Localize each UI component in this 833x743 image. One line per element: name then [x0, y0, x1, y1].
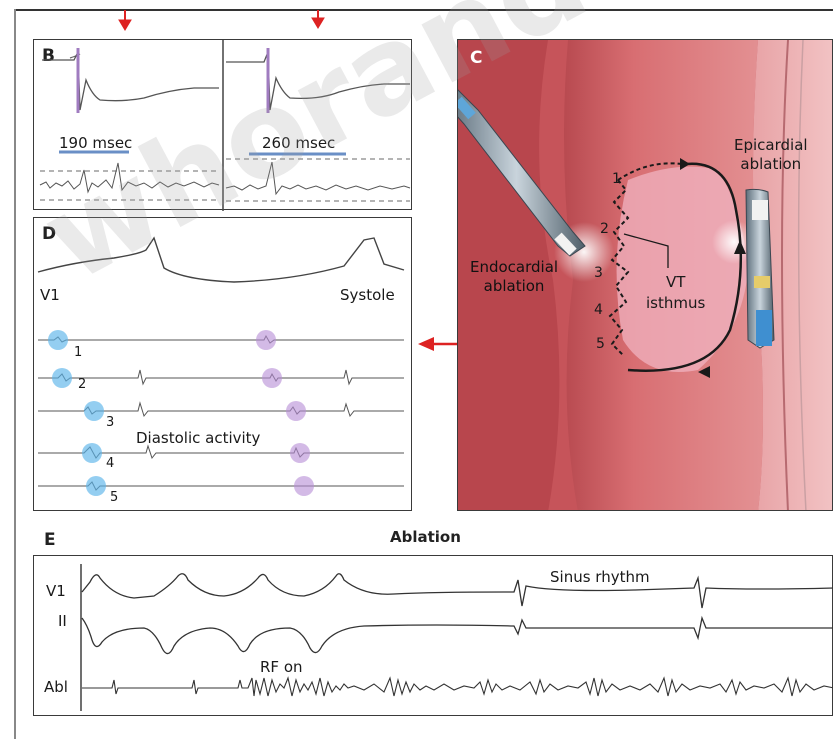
- panel-c-label: C: [470, 48, 482, 68]
- isthmus-point-4: 4: [594, 302, 603, 318]
- label-epicardial-ablation: Epicardial ablation: [734, 136, 808, 174]
- panel-e-title: Ablation: [390, 528, 461, 546]
- panel-e-lead-abl: Abl: [44, 678, 68, 696]
- panel-e-traces: [34, 556, 833, 717]
- isthmus-point-3: 3: [594, 265, 603, 281]
- isthmus-point-2: 2: [600, 221, 609, 237]
- label-vt-isthmus: VT isthmus: [646, 272, 705, 314]
- isthmus-point-1: 1: [612, 171, 621, 187]
- isthmus-point-5: 5: [596, 336, 605, 352]
- panel-e-lead-ii: II: [58, 612, 67, 630]
- panel-e-rf-on: RF on: [260, 658, 303, 676]
- panel-c: C Epicardial ablation Endocardial ablati…: [457, 39, 833, 511]
- label-endocardial-ablation: Endocardial ablation: [470, 258, 558, 296]
- panel-e-label: E: [44, 530, 56, 550]
- panel-e-lead-v1: V1: [46, 582, 66, 600]
- panel-e: V1 II Abl Sinus rhythm RF on: [33, 555, 833, 716]
- panel-e-sinus-rhythm: Sinus rhythm: [550, 568, 650, 586]
